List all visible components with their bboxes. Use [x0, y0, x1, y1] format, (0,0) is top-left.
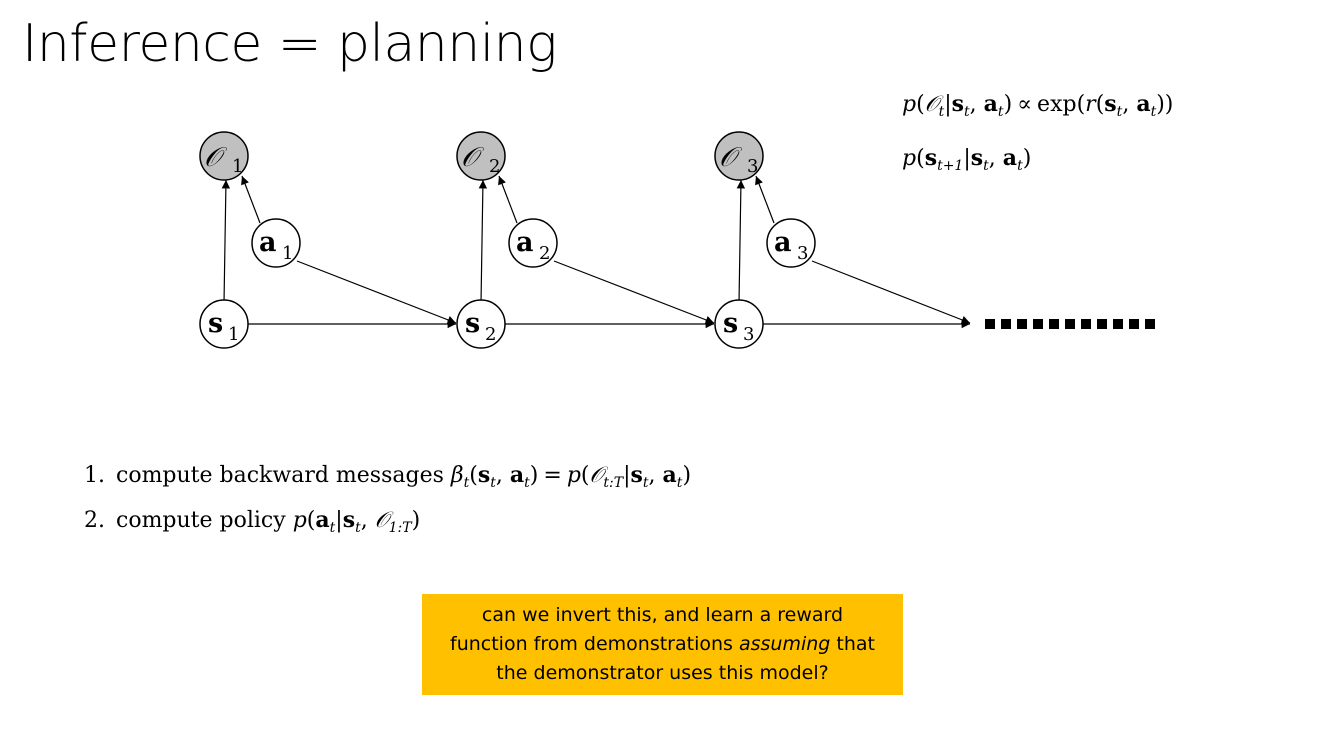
svg-text:3: 3: [743, 324, 754, 345]
edge-a2-s3: [553, 260, 715, 324]
svg-text:2: 2: [485, 324, 496, 345]
node-o3: 𝒪 3: [714, 131, 764, 181]
step-compute-policy: 2.compute policy p(at|st, 𝒪1:T): [84, 507, 421, 536]
svg-text:2: 2: [489, 156, 500, 177]
slide-title: Inference = planning: [22, 14, 557, 74]
svg-text:1: 1: [232, 156, 243, 177]
edge-s2-o2: [478, 179, 488, 304]
svg-text:a: a: [516, 227, 534, 258]
edge-s3-o3: [736, 179, 746, 304]
edge-a1-o1: [241, 175, 261, 224]
dynamics-equation: p(st+1|st, at): [902, 145, 1032, 174]
step-backward-messages: 1.compute backward messages βt(st, at)=p…: [84, 462, 692, 491]
algorithm-steps: 1.compute backward messages βt(st, at)=p…: [84, 460, 691, 550]
svg-text:a: a: [259, 227, 277, 258]
svg-text:3: 3: [797, 243, 808, 264]
node-o2: 𝒪 2: [456, 131, 506, 181]
svg-text:2: 2: [539, 243, 550, 264]
node-a2: a 2: [508, 218, 558, 268]
continuation-ellipsis: [985, 319, 1155, 329]
inverse-question-callout: can we invert this, and learn a reward f…: [422, 594, 903, 695]
callout-line-2: function from demonstrations assuming th…: [450, 633, 875, 655]
node-a1: a 1: [251, 218, 301, 268]
svg-text:1: 1: [282, 243, 293, 264]
edge-a2-o2: [498, 175, 518, 224]
edge-a3-o3: [755, 175, 775, 224]
svg-text:s: s: [723, 308, 738, 339]
svg-text:3: 3: [747, 156, 758, 177]
svg-text:s: s: [465, 308, 480, 339]
callout-line-1: can we invert this, and learn a reward: [481, 604, 844, 626]
edge-s1-o1: [221, 179, 231, 304]
node-s1: s 1: [199, 299, 249, 349]
svg-text:1: 1: [228, 324, 239, 345]
node-a3: a 3: [766, 218, 816, 268]
svg-text:a: a: [774, 227, 792, 258]
optimality-likelihood-equation: p(𝒪t|st, at)∝exp(r(st, at)): [902, 91, 1174, 120]
svg-text:s: s: [208, 308, 223, 339]
edge-a1-s2: [296, 260, 457, 324]
callout-line-3: the demonstrator uses this model?: [496, 662, 829, 684]
node-s2: s 2: [456, 299, 506, 349]
node-o1: 𝒪 1: [199, 131, 249, 181]
edge-a3-next: [811, 260, 971, 324]
node-s3: s 3: [714, 299, 764, 349]
